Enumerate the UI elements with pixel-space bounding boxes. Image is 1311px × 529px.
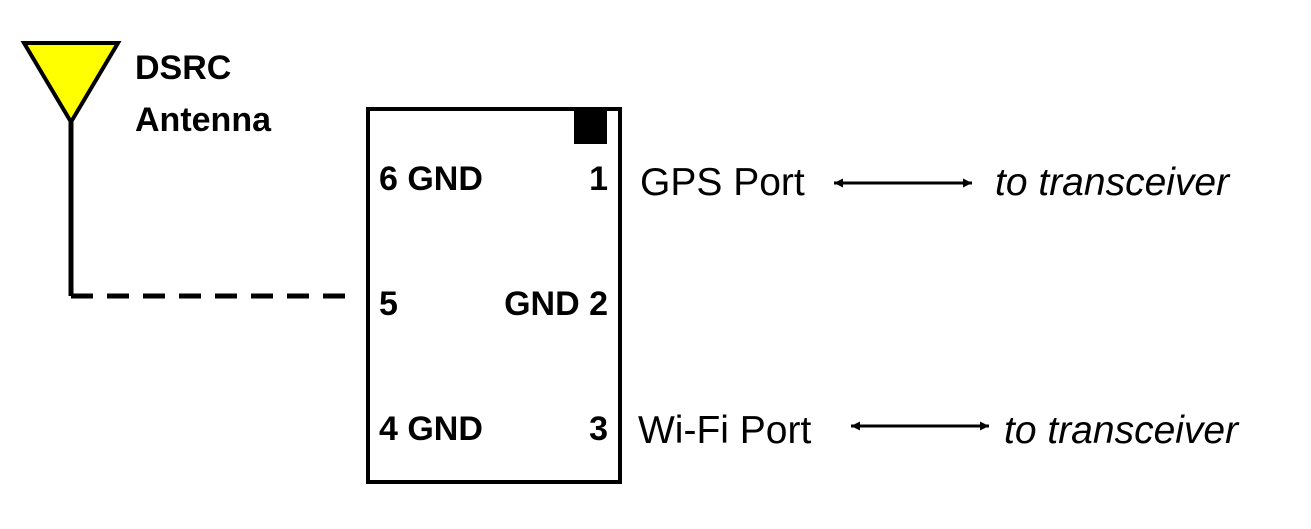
connector-outline bbox=[366, 107, 622, 484]
antenna-label-line1: DSRC bbox=[135, 49, 231, 87]
pin-2-label: GND 2 bbox=[504, 285, 608, 323]
connector-body bbox=[366, 107, 622, 484]
pin-5-label: 5 bbox=[379, 285, 398, 323]
dsrc-antenna bbox=[20, 41, 122, 296]
wifi-port-label: Wi-Fi Port bbox=[638, 409, 811, 452]
pin-1-label: 1 bbox=[589, 160, 608, 198]
wifi-destination-label: to transceiver bbox=[1004, 409, 1240, 452]
pin-6-label: 6 GND bbox=[379, 160, 483, 198]
gps-port-label: GPS Port bbox=[640, 161, 805, 204]
antenna-triangle bbox=[20, 41, 122, 126]
gps-destination-label: to transceiver bbox=[995, 161, 1231, 204]
antenna-label-line2: Antenna bbox=[135, 101, 272, 139]
pin1-marker bbox=[574, 111, 607, 144]
pin-4-label: 4 GND bbox=[379, 410, 483, 448]
pin-3-label: 3 bbox=[589, 410, 608, 448]
